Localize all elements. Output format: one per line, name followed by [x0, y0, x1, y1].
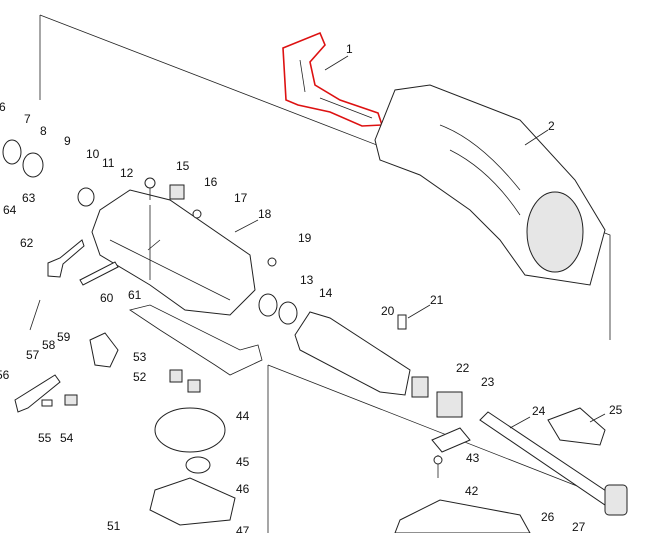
- part-54-clip[interactable]: [64, 394, 78, 406]
- part-9-cap[interactable]: [22, 152, 44, 178]
- label-8: 8: [40, 124, 47, 138]
- part-number-labels: 1 2 6 7 8 9 10 11 12 15 16 17 18 19 13 1…: [0, 42, 623, 533]
- label-63: 63: [22, 191, 36, 205]
- label-18: 18: [258, 207, 272, 221]
- part-46-base[interactable]: [149, 477, 236, 526]
- part-1-blade-holder-highlighted[interactable]: [282, 31, 384, 127]
- part-53-pin[interactable]: [187, 379, 201, 393]
- leader-lines: [29, 55, 606, 429]
- label-25: 25: [609, 403, 623, 417]
- part-26-base[interactable]: [394, 499, 531, 533]
- label-61: 61: [128, 288, 142, 302]
- label-43: 43: [466, 451, 480, 465]
- part-62-pin[interactable]: [47, 239, 85, 278]
- label-53: 53: [133, 350, 147, 364]
- label-26: 26: [541, 510, 555, 524]
- label-21: 21: [430, 293, 444, 307]
- label-12: 12: [120, 166, 134, 180]
- part-24-plunger[interactable]: [479, 411, 628, 516]
- part-60-gasket[interactable]: [129, 304, 263, 376]
- part-22-pad[interactable]: [411, 376, 429, 398]
- label-52: 52: [133, 370, 147, 384]
- label-22: 22: [456, 361, 470, 375]
- part-16-block[interactable]: [169, 184, 185, 200]
- part-15-screw[interactable]: [144, 177, 156, 200]
- part-52-pin[interactable]: [169, 369, 183, 383]
- label-64: 64: [3, 203, 17, 217]
- label-23: 23: [481, 375, 495, 389]
- label-20: 20: [381, 304, 395, 318]
- label-2: 2: [548, 119, 555, 133]
- part-56-lever[interactable]: [14, 374, 61, 413]
- label-62: 62: [20, 236, 34, 250]
- part-55-spring[interactable]: [41, 399, 53, 407]
- frame-lines: [39, 14, 611, 533]
- label-45: 45: [236, 455, 250, 469]
- label-14: 14: [319, 286, 333, 300]
- label-54: 54: [60, 431, 74, 445]
- label-56: 56: [0, 368, 10, 382]
- part-21-spring[interactable]: [397, 314, 407, 330]
- label-19: 19: [298, 231, 312, 245]
- part-61-shaft[interactable]: [79, 261, 119, 286]
- label-60: 60: [100, 291, 114, 305]
- part-18-gear-housing[interactable]: [91, 189, 256, 316]
- label-46: 46: [236, 482, 250, 496]
- part-42-screw[interactable]: [433, 455, 443, 478]
- part-17-washer[interactable]: [192, 209, 202, 219]
- part-14-ring[interactable]: [278, 301, 298, 325]
- part-8-ring[interactable]: [2, 139, 22, 165]
- part-59-plate[interactable]: [89, 332, 119, 368]
- label-9: 9: [64, 134, 71, 148]
- label-16: 16: [204, 175, 218, 189]
- label-24: 24: [532, 404, 546, 418]
- label-57: 57: [26, 348, 40, 362]
- label-42: 42: [465, 484, 479, 498]
- label-17: 17: [234, 191, 248, 205]
- label-51: 51: [107, 519, 121, 533]
- part-23-block[interactable]: [436, 391, 463, 418]
- part-13-bearing[interactable]: [258, 293, 278, 317]
- label-59: 59: [57, 330, 71, 344]
- part-25-bracket[interactable]: [547, 407, 606, 446]
- label-55: 55: [38, 431, 52, 445]
- part-45-bearing[interactable]: [185, 456, 211, 474]
- label-27: 27: [572, 520, 586, 533]
- part-12-spring[interactable]: [77, 187, 95, 207]
- label-7: 7: [24, 112, 31, 126]
- part-20-slider[interactable]: [294, 311, 411, 396]
- label-6: 6: [0, 100, 6, 114]
- label-1: 1: [346, 42, 353, 56]
- label-58: 58: [42, 338, 56, 352]
- part-2-motor-housing[interactable]: [374, 84, 606, 286]
- label-13: 13: [300, 273, 314, 287]
- part-44-gear[interactable]: [154, 407, 226, 453]
- label-11: 11: [102, 156, 115, 170]
- label-47: 47: [236, 524, 250, 533]
- label-44: 44: [236, 409, 250, 423]
- part-43-plate[interactable]: [431, 427, 471, 453]
- label-15: 15: [176, 159, 190, 173]
- part-19-washer[interactable]: [267, 257, 277, 267]
- label-10: 10: [86, 147, 100, 161]
